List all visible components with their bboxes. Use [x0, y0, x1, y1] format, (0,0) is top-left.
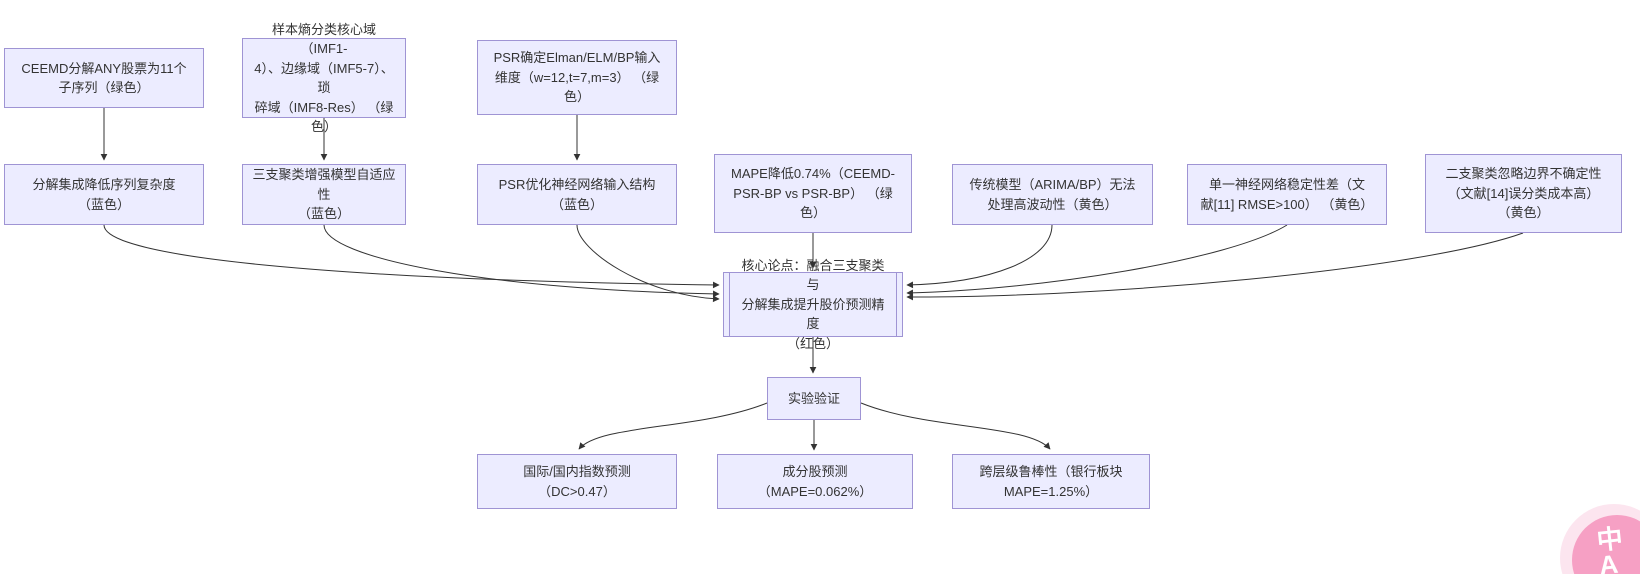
flow-node-decomp-benefit: 分解集成降低序列复杂度 （蓝色） — [4, 164, 204, 225]
flow-node-single-nn-gap: 单一神经网络稳定性差（文 献[11] RMSE>100） （黄色） — [1187, 164, 1387, 225]
flow-node-traditional-gap-label: 传统模型（ARIMA/BP）无法 处理高波动性（黄色） — [969, 177, 1136, 212]
flow-node-mape-evidence: MAPE降低0.74%（CEEMD- PSR-BP vs PSR-BP） （绿 … — [714, 154, 912, 233]
flow-node-twoway-gap: 二支聚类忽略边界不确定性 （文献[14]误分类成本高） （黄色） — [1425, 154, 1622, 233]
flow-node-threeway-benefit-label: 三支聚类增强模型自适应性 （蓝色） — [252, 167, 396, 222]
flow-node-index-pred-label: 国际/国内指数预测 （DC>0.47） — [523, 464, 631, 499]
flow-node-stock-pred: 成分股预测 （MAPE=0.062%） — [717, 454, 913, 509]
flow-node-entropy-label: 样本熵分类核心域（IMF1- 4）、边缘域（IMF5-7）、琐 碎域（IMF8-… — [254, 21, 394, 135]
flow-node-twoway-gap-label: 二支聚类忽略边界不确定性 （文献[14]误分类成本高） （黄色） — [1445, 166, 1602, 221]
flow-node-core-thesis: 核心论点：融合三支聚类与 分解集成提升股价预测精度 （红色） — [723, 258, 903, 351]
edge-traditional-to-core — [906, 224, 1053, 289]
flow-node-experiment-label: 实验验证 — [787, 390, 840, 406]
core-inner-border-left — [729, 273, 730, 336]
edge-decomp-to-core — [103, 224, 720, 289]
flow-node-experiment: 实验验证 — [767, 377, 861, 420]
flow-node-stock-pred-label: 成分股预测 （MAPE=0.062%） — [757, 464, 873, 499]
edge-threeway-to-core — [323, 224, 720, 298]
flow-node-core-thesis-label: 核心论点：融合三支聚类与 分解集成提升股价预测精度 （红色） — [741, 257, 885, 351]
flow-node-mape-evidence-label: MAPE降低0.74%（CEEMD- PSR-BP vs PSR-BP） （绿 … — [731, 166, 895, 221]
flow-node-psr-benefit: PSR优化神经网络输入结构 （蓝色） — [477, 164, 677, 225]
flow-node-traditional-gap: 传统模型（ARIMA/BP）无法 处理高波动性（黄色） — [952, 164, 1153, 225]
flow-node-index-pred: 国际/国内指数预测 （DC>0.47） — [477, 454, 677, 509]
flow-node-threeway-benefit: 三支聚类增强模型自适应性 （蓝色） — [242, 164, 406, 225]
core-inner-border-right — [896, 273, 897, 336]
flow-node-entropy: 样本熵分类核心域（IMF1- 4）、边缘域（IMF5-7）、琐 碎域（IMF8-… — [242, 22, 406, 134]
flow-node-robustness-label: 跨层级鲁棒性（银行板块 MAPE=1.25%） — [979, 464, 1123, 499]
edge-psrbenefit-to-core — [576, 224, 720, 303]
edge-experiment-to-robust — [860, 402, 1051, 450]
edge-experiment-to-index — [578, 402, 768, 450]
flow-node-psr-input: PSR确定Elman/ELM/BP输入 维度（w=12,t=7,m=3） （绿 … — [477, 40, 677, 115]
edge-twoway-to-core — [906, 232, 1524, 301]
flow-node-psr-input-label: PSR确定Elman/ELM/BP输入 维度（w=12,t=7,m=3） （绿 … — [493, 50, 661, 105]
translate-badge-label: 中A — [1595, 522, 1626, 574]
flow-node-robustness: 跨层级鲁棒性（银行板块 MAPE=1.25%） — [952, 454, 1150, 509]
flow-node-decomp-benefit-label: 分解集成降低序列复杂度 （蓝色） — [32, 177, 176, 212]
flow-node-single-nn-gap-label: 单一神经网络稳定性差（文 献[11] RMSE>100） （黄色） — [1200, 177, 1374, 212]
flow-node-ceemd: CEEMD分解ANY股票为11个 子序列（绿色） — [4, 48, 204, 108]
flow-node-psr-benefit-label: PSR优化神经网络输入结构 （蓝色） — [498, 177, 656, 212]
edge-singlenn-to-core — [906, 224, 1288, 297]
flow-node-ceemd-label: CEEMD分解ANY股票为11个 子序列（绿色） — [21, 60, 187, 96]
